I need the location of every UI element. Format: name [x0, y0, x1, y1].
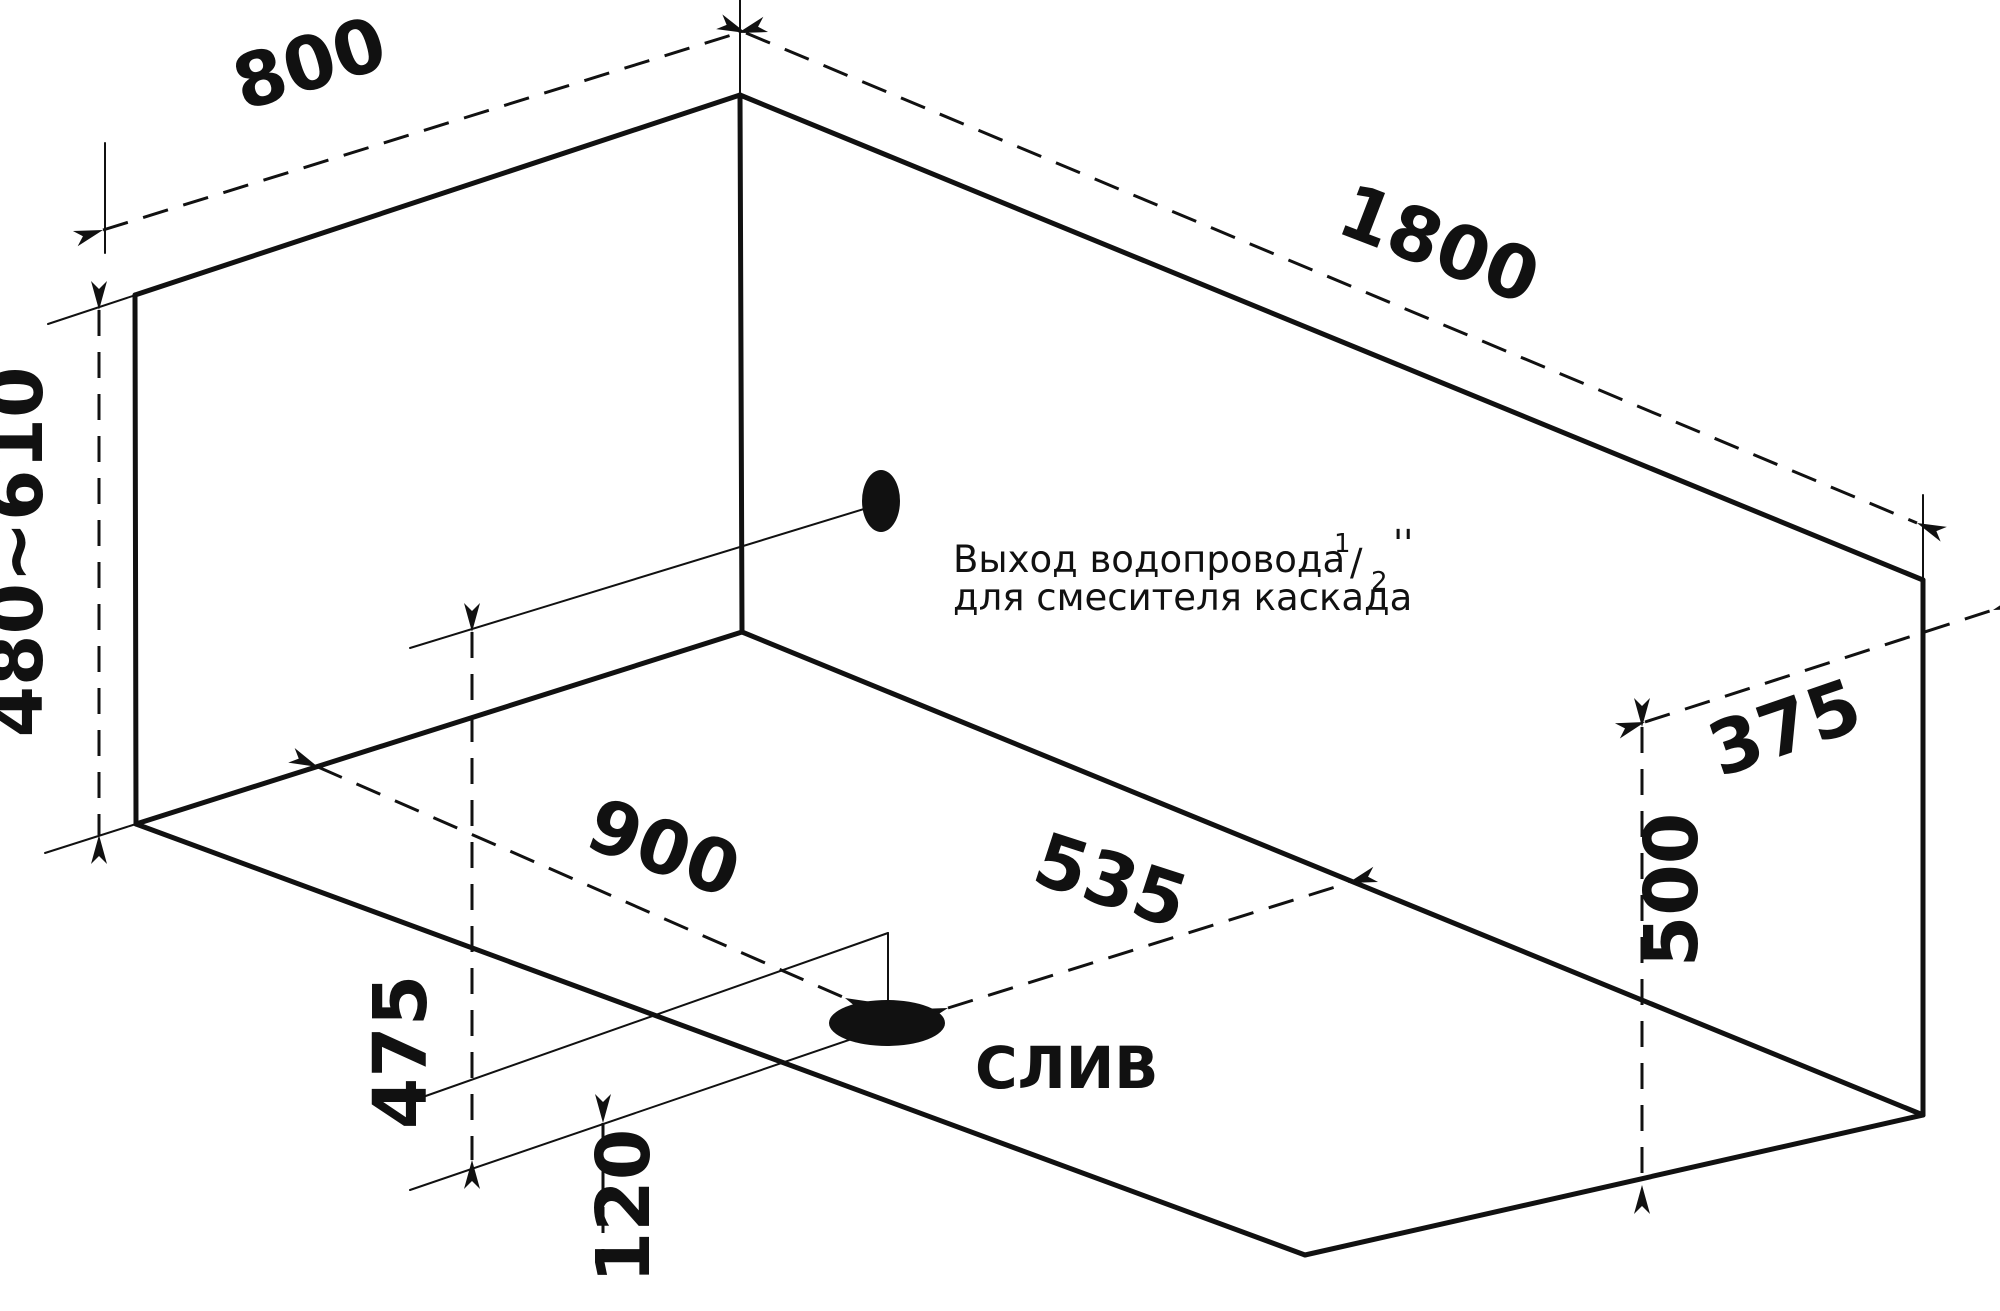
witness-tick-top-left-corner [47, 282, 173, 325]
edge-vertical-center [737, 92, 745, 635]
dim-line-375 [1614, 593, 2000, 739]
floor-reference-line [409, 1025, 891, 1191]
outlet-note-quotes: '' [1393, 522, 1413, 565]
edge-top-right [737, 92, 1926, 583]
label-475: 475 [358, 975, 444, 1129]
label-535: 535 [1024, 816, 1197, 946]
label-120: 120 [581, 1129, 667, 1283]
dim-line-535 [917, 866, 1379, 1025]
outlet-note-frac-num: 1 [1334, 529, 1351, 559]
drain-hole [829, 1000, 945, 1046]
dimension-lines [72, 14, 2000, 1252]
label-1800: 1800 [1327, 168, 1550, 322]
outlet-annotation: Выход водопровода 1 / 2 '' для смесителя… [953, 522, 1413, 619]
label-800: 800 [223, 0, 396, 127]
edge-vertical-left [132, 292, 139, 827]
dim-line-900 [288, 748, 875, 1017]
edge-bottom-lower-right [1302, 1112, 1926, 1258]
label-480-610: 480~610 [0, 367, 60, 738]
water-outlet-hole [862, 470, 900, 532]
outlet-note-frac-slash: / [1350, 541, 1363, 584]
outlet-note-frac-den: 2 [1371, 567, 1388, 597]
dimension-labels: 800 1800 480~610 900 535 375 500 475 120 [0, 0, 1872, 1283]
witness-tick-bottom-left-corner [44, 823, 137, 854]
drain-label: СЛИВ [975, 1034, 1159, 1102]
label-900: 900 [576, 782, 751, 916]
outlet-leader-line [409, 504, 878, 649]
dim-line-800 [72, 16, 769, 247]
label-500: 500 [1629, 813, 1715, 967]
outlet-note-line2: для смесителя каскада [953, 576, 1412, 619]
outlet-note-line1: Выход водопровода [953, 538, 1345, 581]
label-375: 375 [1698, 663, 1872, 795]
dim-line-1800 [716, 14, 1947, 542]
edge-bottom-upper-left [133, 629, 745, 827]
